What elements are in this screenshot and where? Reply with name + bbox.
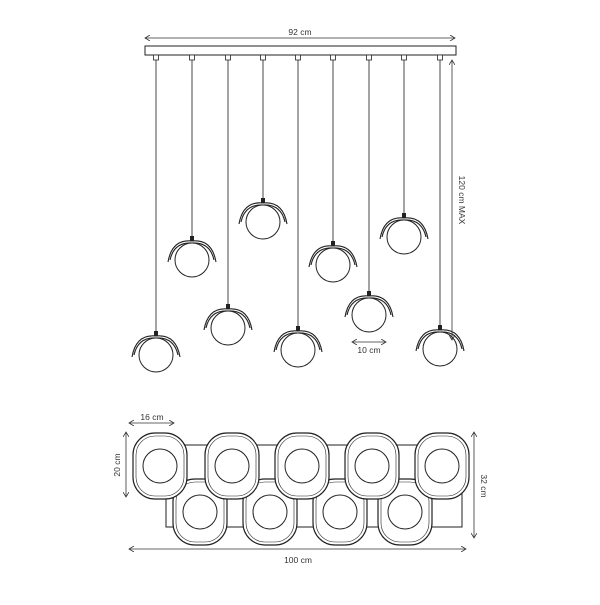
socket (331, 241, 335, 246)
globe-top (142, 448, 178, 484)
metal-shade-inner (417, 331, 463, 350)
globe-top (424, 448, 460, 484)
plate-inner-rim (207, 435, 257, 497)
metal-shade-inner (133, 337, 179, 356)
plate-inner-rim (417, 435, 467, 497)
shade-plates (132, 432, 470, 546)
socket (190, 236, 194, 241)
glass-globe (351, 297, 387, 333)
glass-globe (174, 242, 210, 278)
shade-plate (312, 478, 368, 546)
globe-top (354, 448, 390, 484)
pendant-lamp (273, 60, 323, 368)
metal-shade (273, 330, 323, 353)
shade-plate (274, 432, 330, 500)
canopy-bar (144, 45, 457, 56)
metal-shade (379, 217, 429, 240)
front-view: 92 cm 120 cm MAX 10 cm (131, 27, 467, 373)
shade-plate (344, 432, 400, 500)
plate-height-label: 20 cm (112, 453, 122, 476)
metal-shade (308, 245, 358, 268)
pendant-lamp (203, 60, 253, 346)
shade-plate (377, 478, 433, 546)
globe-top (214, 448, 250, 484)
plate-inner-rim (315, 481, 365, 543)
cord-mount (153, 54, 159, 61)
plate-inner-rim (135, 435, 185, 497)
metal-shade-inner (275, 332, 321, 351)
plate-width-label: 16 cm (140, 412, 163, 422)
pendants (131, 60, 465, 373)
cord-mounts (153, 54, 443, 61)
total-width-label: 100 cm (284, 555, 312, 565)
cord-mount (366, 54, 372, 61)
cord-mount (295, 54, 301, 61)
globe-top (284, 448, 320, 484)
plate-inner-rim (245, 481, 295, 543)
socket (154, 331, 158, 336)
metal-shade-inner (310, 247, 356, 266)
pendant-lamp (344, 60, 394, 333)
shade-plate (414, 432, 470, 500)
metal-shade-inner (346, 297, 392, 316)
cord-mount (437, 54, 443, 61)
pendant-lamp (308, 60, 358, 283)
metal-shade-inner (381, 219, 427, 238)
drop-length-label: 120 cm MAX (457, 176, 467, 225)
top-view: 16 cm 20 cm 32 cm 100 cm (112, 412, 489, 565)
total-depth-label: 32 cm (479, 474, 489, 497)
metal-shade (203, 308, 253, 331)
socket (402, 213, 406, 218)
cord-mount (401, 54, 407, 61)
cord-mount (260, 54, 266, 61)
metal-shade (131, 335, 181, 358)
socket (226, 304, 230, 309)
plate-inner-rim (277, 435, 327, 497)
plate-inner-rim (347, 435, 397, 497)
glass-globe (315, 247, 351, 283)
canopy-width-label: 92 cm (288, 27, 311, 37)
pendant-lamp (238, 60, 288, 240)
metal-shade-inner (205, 310, 251, 329)
metal-shade-inner (240, 204, 286, 223)
glass-globe (386, 219, 422, 255)
glass-globe (245, 204, 281, 240)
cord-mount (330, 54, 336, 61)
pendant-lamp (415, 60, 465, 367)
metal-shade (344, 295, 394, 318)
pendant-lamp (131, 60, 181, 373)
shade-plate (132, 432, 188, 500)
plate-inner-rim (380, 481, 430, 543)
cord-mount (189, 54, 195, 61)
metal-shade-inner (169, 242, 215, 261)
shade-plate (172, 478, 228, 546)
glass-globe (210, 310, 246, 346)
pendant-lamp (379, 60, 429, 255)
globe-top (182, 494, 218, 530)
plate-inner-rim (175, 481, 225, 543)
shade-plate (204, 432, 260, 500)
socket (261, 198, 265, 203)
globe-top (252, 494, 288, 530)
socket (438, 325, 442, 330)
cord-mount (225, 54, 231, 61)
glass-globe (138, 337, 174, 373)
socket (296, 326, 300, 331)
metal-shade (167, 240, 217, 263)
globe-top (387, 494, 423, 530)
glass-globe (280, 332, 316, 368)
socket (367, 291, 371, 296)
shade-width-label: 10 cm (357, 345, 380, 355)
metal-shade (238, 202, 288, 225)
pendant-lamp (167, 60, 217, 278)
shade-plate (242, 478, 298, 546)
metal-shade (415, 329, 465, 352)
globe-top (322, 494, 358, 530)
